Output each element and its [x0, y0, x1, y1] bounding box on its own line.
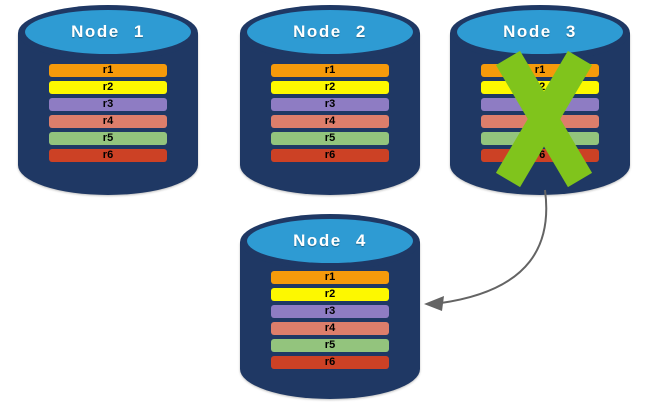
record-bar-r1: r1 — [271, 271, 389, 284]
record-bar-r3: r3 — [49, 98, 167, 111]
node-3-top: Node 3 — [450, 5, 630, 61]
node-1-label: Node 1 — [71, 22, 145, 41]
node-4-records: r1 r2 r3 r4 r5 r6 — [271, 271, 389, 369]
record-bar-r5: r5 — [271, 132, 389, 145]
node-1-top-ellipse: Node 1 — [25, 10, 191, 54]
node-1-top: Node 1 — [18, 5, 198, 61]
record-bar-r3: r3 — [271, 305, 389, 318]
record-bar-r5: r5 — [49, 132, 167, 145]
node-1-cylinder: r1 r2 r3 r4 r5 r6 Node 1 — [18, 5, 198, 195]
record-bar-r4: r4 — [49, 115, 167, 128]
node-4-cylinder: r1 r2 r3 r4 r5 r6 Node 4 — [240, 214, 420, 399]
node-2-cylinder: r1 r2 r3 r4 r5 r6 Node 2 — [240, 5, 420, 195]
node-4-label: Node 4 — [293, 231, 367, 250]
arrowhead-icon — [424, 296, 444, 311]
record-bar-r5: r5 — [271, 339, 389, 352]
record-bar-r1: r1 — [271, 64, 389, 77]
node-2-top: Node 2 — [240, 5, 420, 61]
node-4-top: Node 4 — [240, 214, 420, 270]
node-1-records: r1 r2 r3 r4 r5 r6 — [49, 64, 167, 162]
record-bar-r6: r6 — [271, 356, 389, 369]
failure-x-icon — [495, 50, 593, 188]
node-2-label: Node 2 — [293, 22, 367, 41]
record-bar-r2: r2 — [271, 288, 389, 301]
node-3-label: Node 3 — [503, 22, 577, 41]
record-bar-r4: r4 — [271, 115, 389, 128]
node-2-records: r1 r2 r3 r4 r5 r6 — [271, 64, 389, 162]
record-bar-r6: r6 — [271, 149, 389, 162]
node-4-top-ellipse: Node 4 — [247, 219, 413, 263]
record-bar-r2: r2 — [49, 81, 167, 94]
record-bar-r1: r1 — [49, 64, 167, 77]
node-2-top-ellipse: Node 2 — [247, 10, 413, 54]
record-bar-r6: r6 — [49, 149, 167, 162]
record-bar-r3: r3 — [271, 98, 389, 111]
record-bar-r4: r4 — [271, 322, 389, 335]
record-bar-r2: r2 — [271, 81, 389, 94]
node-3-top-ellipse: Node 3 — [457, 10, 623, 54]
